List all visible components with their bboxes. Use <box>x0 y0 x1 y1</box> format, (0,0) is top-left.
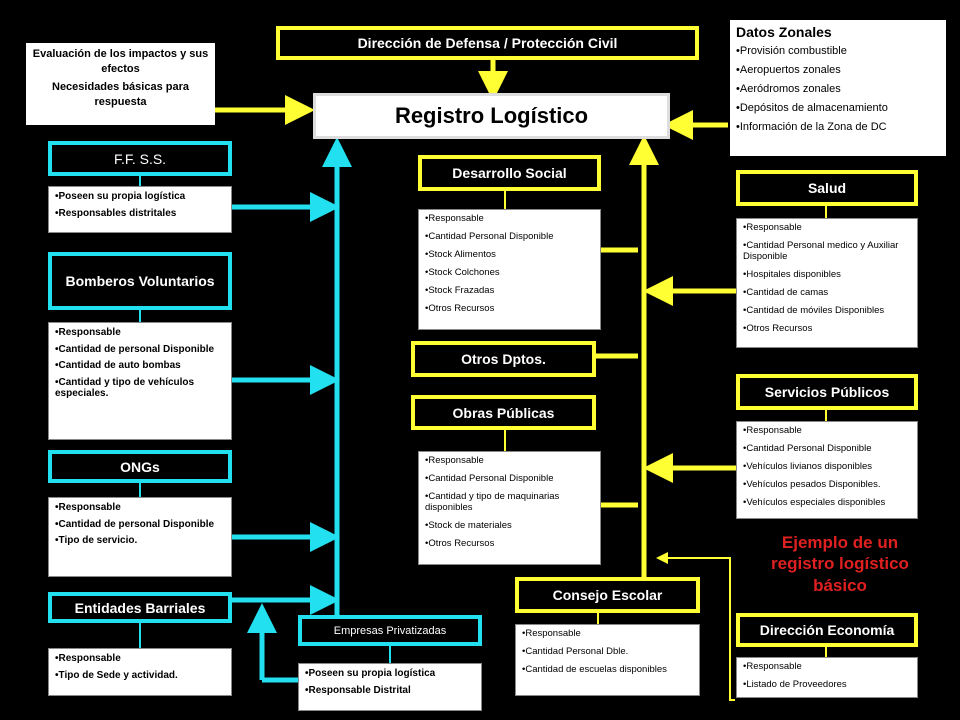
salud-header: Salud <box>736 170 918 206</box>
list-item: Cantidad de escuelas disponibles <box>522 664 693 676</box>
obras-publicas-box: Responsable Cantidad Personal Disponible… <box>418 451 601 565</box>
entidades-barriales-header: Entidades Barriales <box>48 592 232 623</box>
servicios-publicos-header: Servicios Públicos <box>736 374 918 410</box>
list-item: Cantidad de personal Disponible <box>55 344 225 356</box>
ongs-header: ONGs <box>48 450 232 483</box>
list-item: Provisión combustible <box>736 45 940 57</box>
direccion-defensa-header: Dirección de Defensa / Protección Civil <box>276 26 699 60</box>
salud-box: Responsable Cantidad Personal medico y A… <box>736 218 918 348</box>
list-item: Cantidad y tipo de maquinarias disponibl… <box>425 491 594 514</box>
direccion-economia-box: Responsable Listado de Proveedores <box>736 657 918 698</box>
page-title: Registro Logístico <box>313 93 670 139</box>
list-item: Responsable <box>55 653 225 665</box>
consejo-escolar-box: Responsable Cantidad Personal Dble. Cant… <box>515 624 700 696</box>
list-item: Stock Alimentos <box>425 249 594 261</box>
list-item: Responsable <box>425 455 594 467</box>
example-caption: Ejemplo de un registro logístico básico <box>771 533 909 595</box>
list-item: Cantidad Personal medico y Auxiliar Disp… <box>743 240 911 263</box>
list-item: Cantidad y tipo de vehículos especiales. <box>55 377 225 400</box>
list-item: Hospitales disponibles <box>743 269 911 281</box>
evaluacion-line2: Necesidades básicas para respuesta <box>52 80 189 108</box>
bomberos-header: Bomberos Voluntarios <box>48 252 232 310</box>
list-item: Otros Recursos <box>425 538 594 550</box>
list-item: Responsable <box>55 502 225 514</box>
list-item: Cantidad de personal Disponible <box>55 519 225 531</box>
list-item: Aeropuertos zonales <box>736 64 940 76</box>
list-item: Responsable <box>743 425 911 437</box>
list-item: Responsable <box>55 327 225 339</box>
list-item: Cantidad de auto bombas <box>55 360 225 372</box>
list-item: Responsable Distrital <box>305 685 475 697</box>
list-item: Responsable <box>743 661 911 673</box>
consejo-escolar-header: Consejo Escolar <box>515 577 700 613</box>
list-item: Cantidad Personal Disponible <box>743 443 911 455</box>
list-item: Cantidad Personal Dble. <box>522 646 693 658</box>
list-item: Cantidad de móviles Disponibles <box>743 305 911 317</box>
entidades-barriales-box: Responsable Tipo de Sede y actividad. <box>48 648 232 696</box>
list-item: Poseen su propia logística <box>55 191 225 203</box>
desarrollo-social-header: Desarrollo Social <box>418 155 601 191</box>
list-item: Stock de materiales <box>425 520 594 532</box>
desarrollo-social-box: Responsable Cantidad Personal Disponible… <box>418 209 601 330</box>
list-item: Otros Recursos <box>743 323 911 335</box>
list-item: Stock Frazadas <box>425 285 594 297</box>
list-item: Responsable <box>522 628 693 640</box>
list-item: Vehículos livianos disponibles <box>743 461 911 473</box>
list-item: Cantidad Personal Disponible <box>425 231 594 243</box>
ongs-box: Responsable Cantidad de personal Disponi… <box>48 497 232 577</box>
otros-dptos-header: Otros Dptos. <box>411 341 596 377</box>
list-item: Tipo de Sede y actividad. <box>55 670 225 682</box>
list-item: Listado de Proveedores <box>743 679 911 691</box>
list-item: Información de la Zona de DC <box>736 121 940 133</box>
empresas-privatizadas-box: Poseen su propia logística Responsable D… <box>298 663 482 711</box>
ffss-header: F.F. S.S. <box>48 141 232 176</box>
evaluacion-line1: Evaluación de los impactos y sus efectos <box>32 48 209 75</box>
list-item: Aeródromos zonales <box>736 83 940 95</box>
list-item: Responsable <box>743 222 911 234</box>
list-item: Poseen su propia logística <box>305 668 475 680</box>
datos-zonales-box: Datos Zonales Provisión combustible Aero… <box>730 20 946 156</box>
list-item: Otros Recursos <box>425 303 594 315</box>
list-item: Responsables distritales <box>55 208 225 220</box>
datos-zonales-title: Datos Zonales <box>736 24 832 40</box>
list-item: Vehículos pesados Disponibles. <box>743 479 911 491</box>
list-item: Tipo de servicio. <box>55 535 225 547</box>
bomberos-box: Responsable Cantidad de personal Disponi… <box>48 322 232 440</box>
empresas-privatizadas-header: Empresas Privatizadas <box>298 615 482 646</box>
obras-publicas-header: Obras Públicas <box>411 395 596 430</box>
evaluacion-box: Evaluación de los impactos y sus efectos… <box>26 43 215 125</box>
list-item: Vehículos especiales disponibles <box>743 497 911 509</box>
ffss-box: Poseen su propia logística Responsables … <box>48 186 232 233</box>
list-item: Responsable <box>425 213 594 225</box>
servicios-publicos-box: Responsable Cantidad Personal Disponible… <box>736 421 918 519</box>
list-item: Stock Colchones <box>425 267 594 279</box>
list-item: Cantidad de camas <box>743 287 911 299</box>
list-item: Cantidad Personal Disponible <box>425 473 594 485</box>
direccion-economia-header: Dirección Economía <box>736 613 918 647</box>
list-item: Depósitos de almacenamiento <box>736 102 940 114</box>
